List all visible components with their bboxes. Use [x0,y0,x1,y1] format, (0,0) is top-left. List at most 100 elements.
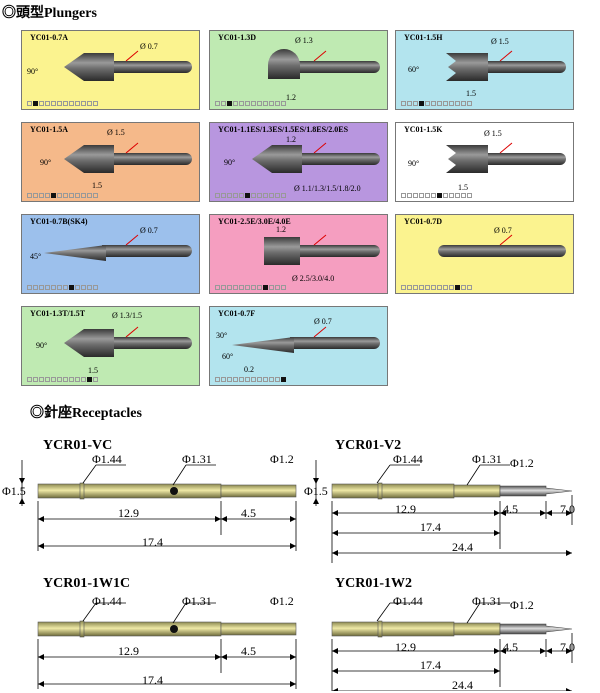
dimension-leader [125,234,139,246]
dimension-arrow [500,510,506,516]
dimension-arrow [221,516,227,522]
index-box [257,193,262,198]
plunger-shaft [102,245,192,257]
index-box [419,285,424,290]
index-box [269,377,274,382]
index-box [275,377,280,382]
plunger-tip [438,245,486,257]
index-box [81,285,86,290]
index-box [275,285,280,290]
dimension-line [376,464,391,484]
index-box [275,193,280,198]
dimension-arrow [546,648,552,654]
dimension-line [172,464,187,486]
index-box [221,377,226,382]
index-strip [215,193,286,198]
index-box [33,377,38,382]
plunger-dimension-label: 1.5 [466,89,476,98]
receptacle-diameter-label: Φ1.31 [182,594,212,608]
dimension-arrow [38,654,44,660]
plunger-shaft [290,153,380,165]
index-box [81,193,86,198]
index-box [281,193,286,198]
receptacle-tail [220,622,297,636]
probe-pin [499,485,573,497]
dimension-leader [313,326,327,338]
plunger-dimension-label: 90° [36,341,48,350]
plunger-dimension-label: 90° [408,159,420,168]
receptacle-diameter-label: Φ1.5 [304,484,328,498]
index-box [69,377,74,382]
plunger-shaft [290,337,380,349]
index-box [87,193,92,198]
index-box [233,285,238,290]
index-box [437,193,442,198]
index-box [449,285,454,290]
plunger-tip [44,245,106,261]
dimension-arrow [290,654,296,660]
index-box [233,101,238,106]
dimension-arrow [290,516,296,522]
index-box [245,101,250,106]
index-box [401,193,406,198]
index-box [257,285,262,290]
receptacle-collar [377,482,383,500]
index-box [215,193,220,198]
dimension-arrow [38,516,44,522]
crimp-hole [170,625,178,633]
plunger-dimension-label: 1.5 [458,183,468,192]
dimension-arrow [494,530,500,536]
receptacle-body [37,621,222,637]
index-box [221,285,226,290]
receptacle-diameter-label: Φ1.44 [92,452,122,466]
dimension-arrow [540,648,546,654]
plunger-drawing [446,142,566,173]
index-box [57,285,62,290]
dimension-arrow [215,654,221,660]
plunger-code: YC01-1.5K [404,125,443,134]
plunger-tip [446,53,488,81]
index-box [455,193,460,198]
dimension-line [466,602,481,624]
index-strip [27,285,98,290]
index-box [227,285,232,290]
index-box [63,285,68,290]
dimension-arrow [332,510,338,516]
index-box [251,285,256,290]
index-box [233,377,238,382]
index-box [239,101,244,106]
plunger-dimension-label: 1.2 [286,93,296,102]
index-box [467,101,472,106]
plunger-dimension-label: Ø 1.1/1.3/1.5/1.8/2.0 [294,184,361,193]
receptacle-drawings [19,460,573,691]
plunger-dimension-label: 60° [408,65,420,74]
index-box [63,101,68,106]
dimension-arrow [540,510,546,516]
plunger-drawing [268,49,380,79]
dimension-arrow [566,648,572,654]
index-box [239,193,244,198]
receptacle-body [331,483,455,499]
dimension-line [466,464,481,486]
index-strip [401,193,472,198]
receptacle-length-label: 12.9 [118,506,139,520]
dimension-arrow [313,498,319,504]
index-box [87,377,92,382]
plunger-drawing [64,50,192,81]
dimension-arrow [332,688,338,691]
index-box [233,193,238,198]
index-strip [215,101,286,106]
index-box [45,377,50,382]
dimension-arrow [313,478,319,484]
index-box [467,285,472,290]
index-box [75,377,80,382]
index-box [455,285,460,290]
index-box [215,101,220,106]
index-box [281,101,286,106]
index-box [455,101,460,106]
